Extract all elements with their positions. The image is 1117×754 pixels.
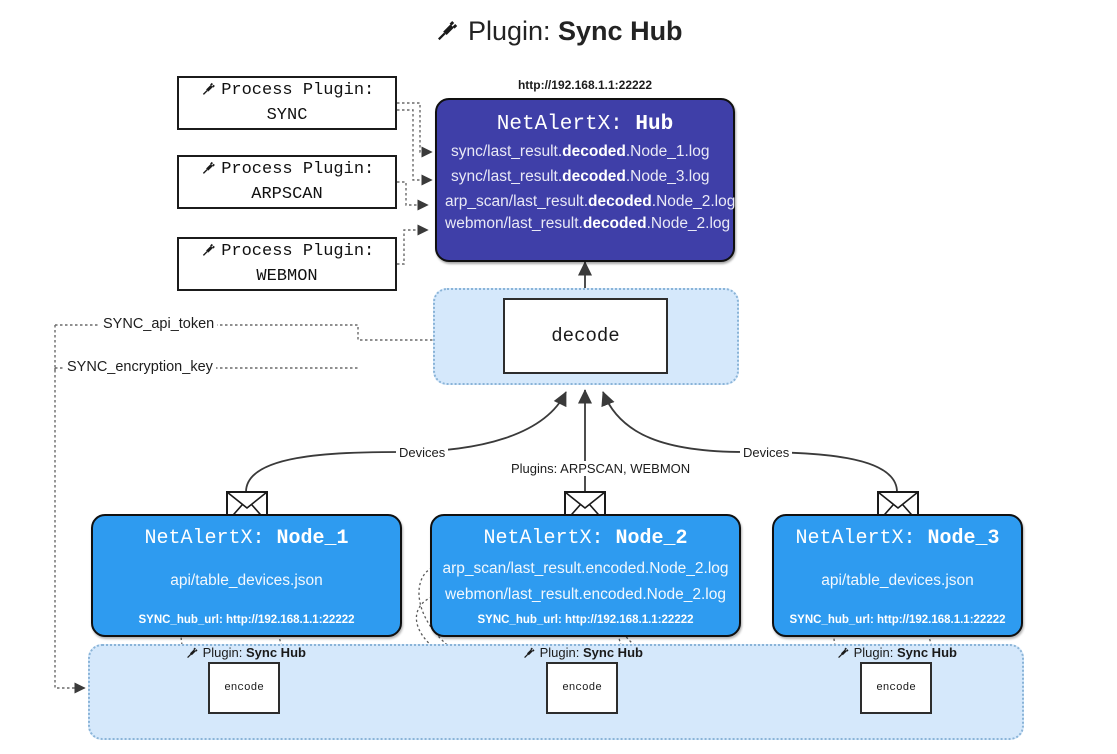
hub-url: http://192.168.1.1:22222 xyxy=(517,78,653,92)
decode-box[interactable]: decode xyxy=(503,298,668,374)
node-line: api/table_devices.json xyxy=(821,572,974,589)
node-box-node1[interactable]: NetAlertX: Node_1 api/table_devices.json… xyxy=(91,514,402,637)
plug-icon xyxy=(522,645,540,660)
node-line: api/table_devices.json xyxy=(170,572,323,589)
encode-box-3[interactable]: encode xyxy=(860,662,932,714)
node-title: NetAlertX: Node_2 xyxy=(483,527,688,550)
edge-label-devices-right: Devices xyxy=(740,445,793,460)
process-plugin-line1: Process Plugin: xyxy=(221,80,375,100)
node-box-node3[interactable]: NetAlertX: Node_3 api/table_devices.json… xyxy=(772,514,1023,637)
plug-icon xyxy=(434,18,460,49)
encode-plugin-label-1: Plugin: Sync Hub xyxy=(185,645,306,660)
token-label-api: SYNC_api_token xyxy=(100,316,218,332)
hub-log-2: sync/last_result.decoded.Node_3.log xyxy=(451,168,710,185)
encode-plugin-label-3: Plugin: Sync Hub xyxy=(836,645,957,660)
process-plugin-sync[interactable]: Process Plugin: SYNC xyxy=(177,76,397,130)
node-title: NetAlertX: Node_3 xyxy=(795,527,1000,550)
node-title: NetAlertX: Node_1 xyxy=(144,527,349,550)
edge-webmon-to-log4 xyxy=(397,224,429,265)
plug-icon xyxy=(200,81,221,98)
process-plugin-arpscan[interactable]: Process Plugin: ARPSCAN xyxy=(177,155,397,209)
process-plugin-webmon[interactable]: Process Plugin: WEBMON xyxy=(177,237,397,291)
title-name: Sync Hub xyxy=(558,16,683,46)
token-label-encryption: SYNC_encryption_key xyxy=(64,359,216,375)
edge-label-devices-left: Devices xyxy=(396,445,449,460)
edge-node3-to-decode xyxy=(601,391,898,493)
edge-node1-to-decode xyxy=(245,391,567,493)
edge-sync-to-log1 xyxy=(397,102,433,158)
process-plugin-line2: ARPSCAN xyxy=(251,184,323,204)
plug-icon xyxy=(200,242,221,259)
hub-log-4: webmon/last_result.decoded.Node_2.log xyxy=(445,215,731,232)
process-plugin-line1: Process Plugin: xyxy=(221,159,375,179)
edge-node2-to-encode-b xyxy=(415,596,546,694)
encode-plugin-label-2: Plugin: Sync Hub xyxy=(522,645,643,660)
process-plugin-line2: WEBMON xyxy=(256,266,318,286)
node-box-node2[interactable]: NetAlertX: Node_2 arp_scan/last_result.e… xyxy=(430,514,741,637)
node-footer: SYNC_hub_url: http://192.168.1.1:22222 xyxy=(477,614,694,626)
process-plugin-line2: SYNC xyxy=(266,105,308,125)
hub-log-1: sync/last_result.decoded.Node_1.log xyxy=(451,143,710,160)
encode-box-1[interactable]: encode xyxy=(208,662,280,714)
node-footer: SYNC_hub_url: http://192.168.1.1:22222 xyxy=(138,614,355,626)
hub-log-3: arp_scan/last_result.decoded.Node_2.log xyxy=(445,193,736,210)
hub-title: NetAlertX: Hub xyxy=(437,113,733,136)
edge-sync-to-log2 xyxy=(397,109,433,186)
hub-box[interactable]: NetAlertX: Hub sync/last_result.decoded.… xyxy=(435,98,735,262)
page-title: Plugin: Sync Hub xyxy=(0,16,1117,47)
plug-icon xyxy=(185,645,203,660)
edge-arpscan-to-log3 xyxy=(397,181,429,211)
node-line: arp_scan/last_result.encoded.Node_2.log xyxy=(442,560,729,577)
plug-icon xyxy=(200,160,221,177)
edge-tokens-down xyxy=(54,325,86,694)
encode-box-2[interactable]: encode xyxy=(546,662,618,714)
plug-icon xyxy=(836,645,854,660)
hub-title-name: Hub xyxy=(635,113,674,136)
node-footer: SYNC_hub_url: http://192.168.1.1:22222 xyxy=(789,614,1006,626)
hub-title-prefix: NetAlertX: xyxy=(496,113,623,136)
title-prefix: Plugin: xyxy=(467,16,551,46)
node-line: webmon/last_result.encoded.Node_2.log xyxy=(445,586,726,603)
edge-label-plugins: Plugins: ARPSCAN, WEBMON xyxy=(508,461,694,476)
process-plugin-line1: Process Plugin: xyxy=(221,241,375,261)
